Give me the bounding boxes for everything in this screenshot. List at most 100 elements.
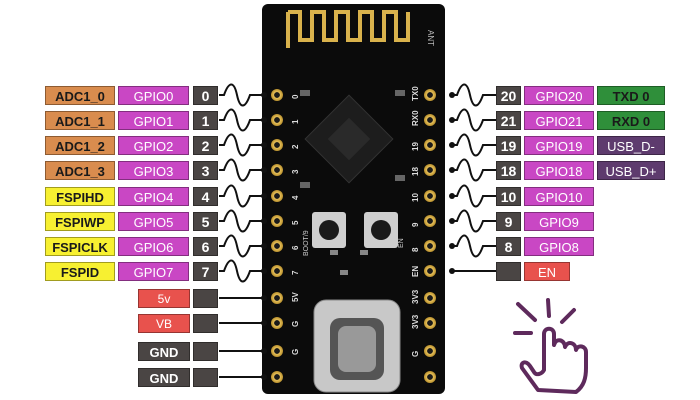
left-pin-pad <box>271 240 283 252</box>
hand-pointer-icon <box>513 298 588 394</box>
leader-dot <box>261 92 267 98</box>
gpio-label: GPIO2 <box>118 136 189 155</box>
gpio-label: GPIO10 <box>524 187 594 206</box>
leader-dot <box>261 117 267 123</box>
signal-leader-line <box>219 234 264 258</box>
fspi-function-label: FSPIHD <box>45 187 115 206</box>
right-pin-pad <box>424 190 436 202</box>
leader-dot <box>261 193 267 199</box>
pin-number-blank <box>193 289 218 308</box>
leader-dot <box>449 268 455 274</box>
silkscreen-left-label: G <box>291 321 300 327</box>
silkscreen-right-label: 10 <box>411 193 420 202</box>
leader-dot <box>261 320 267 326</box>
silkscreen-right-label: EN <box>411 266 420 277</box>
leader-dot <box>261 268 267 274</box>
silkscreen-right-label: 3V3 <box>411 314 420 329</box>
left-pin-pad <box>271 89 283 101</box>
gpio-label: GPIO5 <box>118 212 189 231</box>
pin-number-label: 18 <box>496 161 521 180</box>
antenna-trace <box>286 10 410 48</box>
adc-function-label: ADC1_0 <box>45 86 115 105</box>
gpio-label: GPIO3 <box>118 161 189 180</box>
silkscreen-left-label: 2 <box>291 144 300 149</box>
leader-dot <box>261 348 267 354</box>
silkscreen-right-label: 8 <box>411 247 420 252</box>
power-label: VB <box>138 314 190 333</box>
usb-function-label: USB_D+ <box>597 161 665 180</box>
pin-number-label: 19 <box>496 136 521 155</box>
fspi-function-label: FSPID <box>45 262 115 281</box>
left-pin-pad <box>271 345 283 357</box>
gpio-label: GPIO1 <box>118 111 189 130</box>
silkscreen-left-label: 7 <box>291 270 300 275</box>
gpio-label: GPIO21 <box>524 111 594 130</box>
signal-leader-line <box>452 184 496 208</box>
pin-number-label: 2 <box>193 136 218 155</box>
leader-dot <box>449 193 455 199</box>
right-pin-pad <box>424 345 436 357</box>
silkscreen-right-label: TX0 <box>411 86 420 101</box>
silkscreen-right-label: 19 <box>411 142 420 151</box>
pin-number-blank <box>496 262 521 281</box>
right-pin-pad <box>424 292 436 304</box>
silkscreen-left-label: 3 <box>291 169 300 174</box>
pin-number-label: 0 <box>193 86 218 105</box>
silkscreen-left-label: 5V <box>291 292 300 302</box>
signal-leader-line <box>219 259 264 283</box>
gpio-label: GPIO8 <box>524 237 594 256</box>
signal-leader-line <box>219 108 264 132</box>
right-pin-pad <box>424 265 436 277</box>
silkscreen-left-label: G <box>291 349 300 355</box>
gpio-label: GPIO20 <box>524 86 594 105</box>
signal-leader-line <box>219 83 264 107</box>
signal-leader-line <box>452 133 496 157</box>
left-pin-pad <box>271 317 283 329</box>
left-pin-pad <box>271 114 283 126</box>
leader-dot <box>261 142 267 148</box>
pin-number-label: 6 <box>193 237 218 256</box>
gpio-label: GPIO6 <box>118 237 189 256</box>
silkscreen-right-label: 18 <box>411 167 420 176</box>
pin-number-label: 7 <box>193 262 218 281</box>
signal-leader-line <box>219 184 264 208</box>
left-pin-pad <box>271 215 283 227</box>
gpio-label: GPIO0 <box>118 86 189 105</box>
signal-leader-line <box>452 158 496 182</box>
leader-dot <box>261 374 267 380</box>
gpio-label: GPIO18 <box>524 161 594 180</box>
gpio-label: GPIO4 <box>118 187 189 206</box>
right-pin-pad <box>424 317 436 329</box>
signal-leader-line <box>219 133 264 157</box>
silkscreen-left-label: 5 <box>291 220 300 225</box>
right-pin-pad <box>424 164 436 176</box>
fspi-function-label: FSPIWP <box>45 212 115 231</box>
gnd-label: GND <box>138 342 190 361</box>
silkscreen-left-label: 1 <box>291 119 300 124</box>
adc-function-label: ADC1_3 <box>45 161 115 180</box>
right-pin-pad <box>424 240 436 252</box>
leader-dot <box>261 167 267 173</box>
adc-function-label: ADC1_1 <box>45 111 115 130</box>
pin-number-blank <box>193 342 218 361</box>
right-pin-pad <box>424 139 436 151</box>
pin-number-blank <box>193 368 218 387</box>
pin-number-label: 5 <box>193 212 218 231</box>
pin-number-label: 20 <box>496 86 521 105</box>
pcb-board <box>262 4 445 394</box>
left-pin-pad <box>271 139 283 151</box>
gpio-label: GPIO9 <box>524 212 594 231</box>
pin-number-label: 21 <box>496 111 521 130</box>
right-pin-pad <box>424 114 436 126</box>
power-label: 5v <box>138 289 190 308</box>
pin-number-label: 3 <box>193 161 218 180</box>
signal-leader-line <box>219 158 264 182</box>
right-pin-pad <box>424 371 436 383</box>
right-pin-pad <box>424 89 436 101</box>
signal-leader-line <box>219 209 264 233</box>
uart-function-label: TXD 0 <box>597 86 665 105</box>
silkscreen-left-label: 6 <box>291 245 300 250</box>
leader-dot <box>261 243 267 249</box>
right-pin-pad <box>424 215 436 227</box>
leader-dot <box>261 218 267 224</box>
